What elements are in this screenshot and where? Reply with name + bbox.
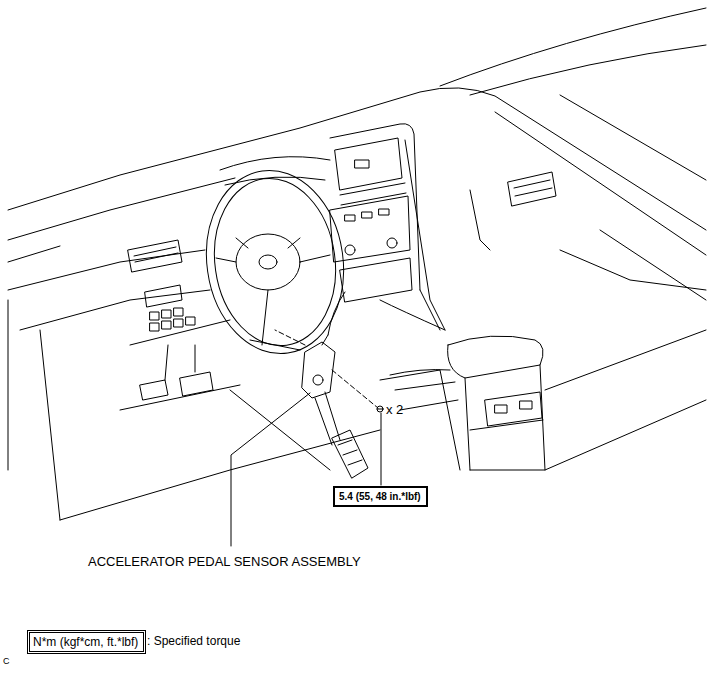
quantity-label: x 2 bbox=[386, 402, 403, 417]
torque-box: 5.4 (55, 48 in.*lbf) bbox=[333, 486, 428, 507]
figure-code: C bbox=[3, 656, 10, 667]
part-name: ACCELERATOR PEDAL SENSOR ASSEMBLY bbox=[88, 554, 361, 569]
legend-text: : Specified torque bbox=[147, 634, 240, 648]
torque-text: N*m (kgf*cm, ft.*lbf) bbox=[33, 635, 140, 649]
unit-box: N*m (kgf*cm, ft.*lbf) bbox=[29, 632, 144, 652]
torque-text: 5.4 (55, 48 in.*lbf) bbox=[339, 490, 422, 503]
